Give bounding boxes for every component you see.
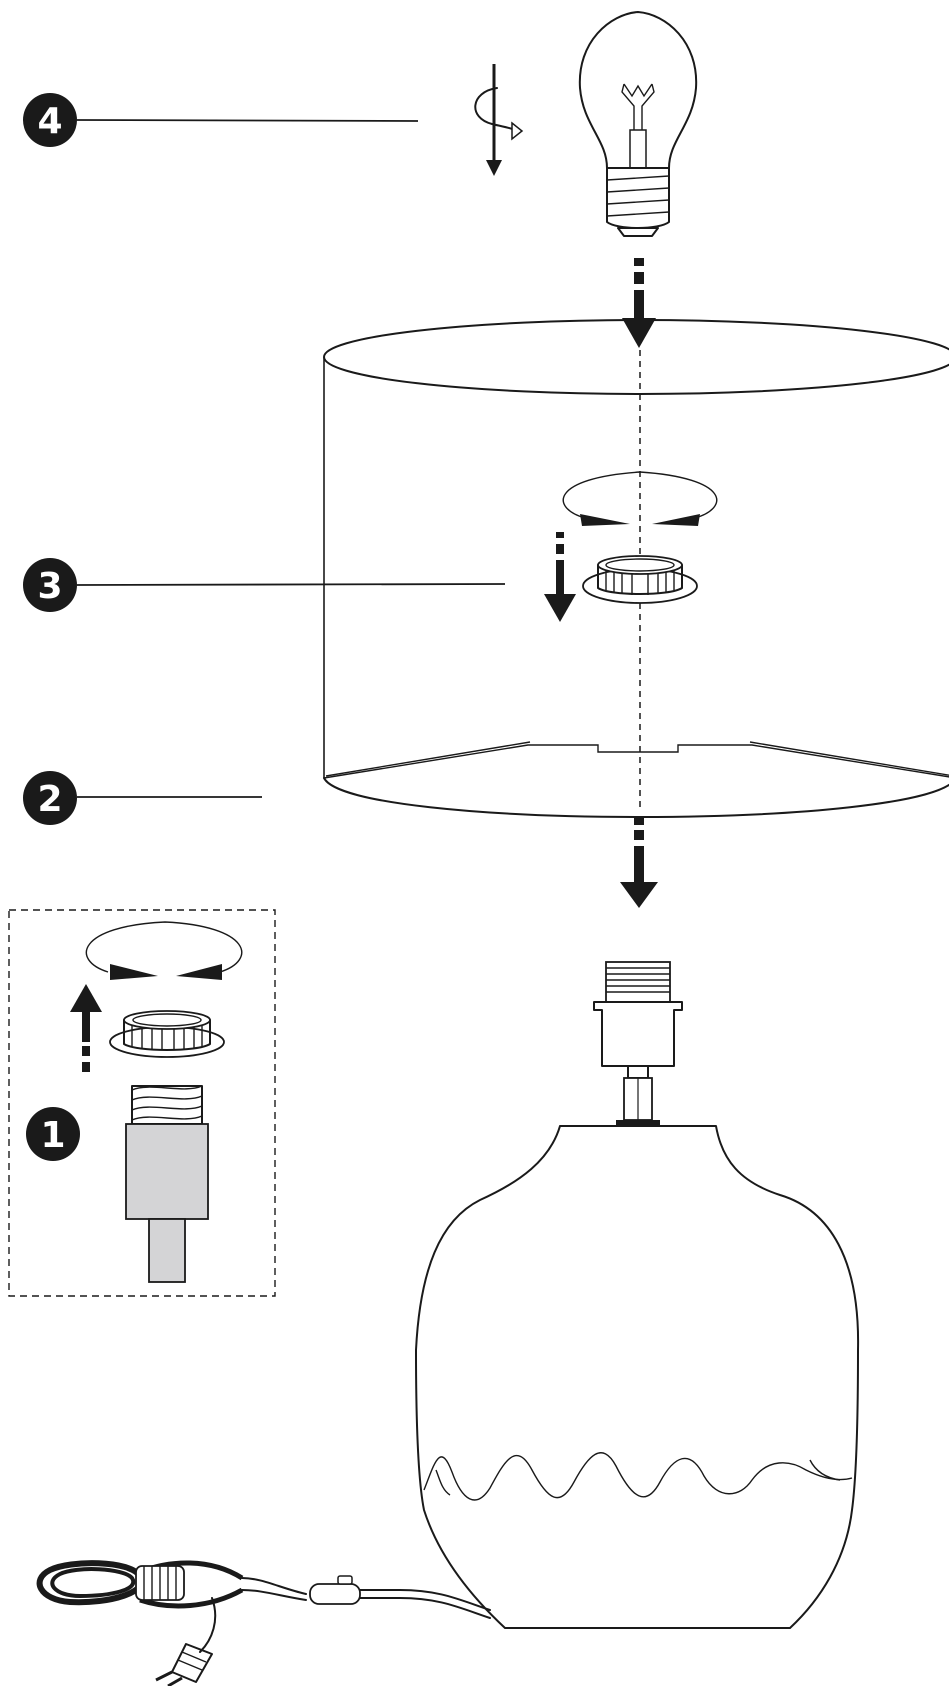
- insert-arrow-bottom: [620, 818, 658, 908]
- step-4-leader-line: [76, 119, 419, 122]
- lamp-base-icon: [415, 1125, 860, 1629]
- shade-ring-icon: [582, 555, 698, 604]
- shade-ring-small-icon: [109, 1010, 225, 1058]
- base-socket-icon: [593, 961, 683, 1126]
- insert-arrow-top: [622, 258, 656, 348]
- svg-text:3: 3: [37, 566, 62, 607]
- step-1-inset-box: [8, 909, 276, 1297]
- svg-text:4: 4: [37, 101, 62, 142]
- screw-rotation-icon: [474, 64, 524, 176]
- light-bulb-icon: [578, 11, 698, 237]
- up-arrow-step-1: [70, 984, 102, 1072]
- svg-text:1: 1: [40, 1115, 65, 1156]
- svg-text:2: 2: [37, 779, 62, 820]
- down-arrow-step-3: [544, 532, 576, 622]
- step-2-badge: 2: [23, 771, 77, 825]
- step-4-badge: 4: [23, 93, 77, 147]
- step-3-badge: 3: [23, 558, 77, 612]
- lamp-socket-icon: [125, 1085, 209, 1283]
- step-1-badge: 1: [26, 1107, 80, 1161]
- step-3-leader-line: [76, 583, 506, 586]
- rotation-arrows-step-1: [85, 921, 243, 980]
- power-cord-icon: [36, 1560, 491, 1653]
- rotation-arrows-step-3: [562, 471, 718, 526]
- plug-icon: [155, 1643, 213, 1686]
- inline-switch-icon: [309, 1575, 361, 1605]
